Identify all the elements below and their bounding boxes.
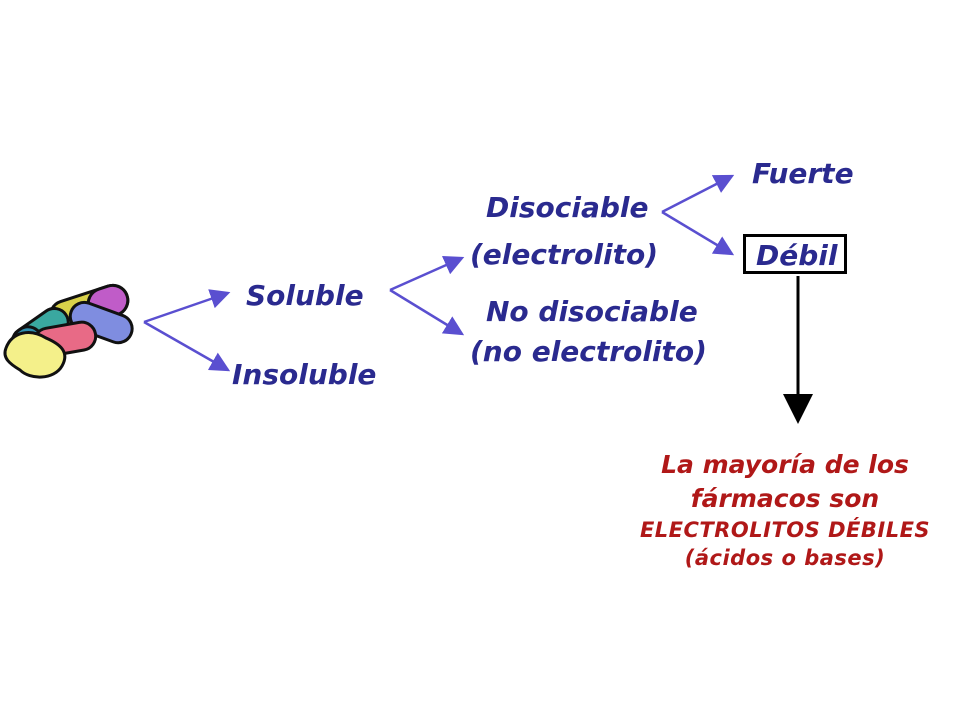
node-electrolito: (electrolito) — [470, 238, 659, 271]
note-line-1: La mayoría de los — [661, 450, 909, 479]
node-debil: Débil — [756, 239, 838, 272]
node-insoluble: Insoluble — [232, 358, 377, 391]
branch-soluble — [389, 255, 465, 336]
node-soluble: Soluble — [246, 279, 364, 312]
debil-box — [743, 234, 847, 274]
node-no-electrolito: (no electrolito) — [470, 335, 707, 368]
conclusion-note: La mayoría de los fármacos son ELECTROLI… — [620, 448, 950, 572]
branch-pills — [143, 289, 231, 372]
note-line-2: fármacos son — [690, 484, 880, 513]
branch-disociable — [661, 174, 735, 256]
node-fuerte: Fuerte — [752, 157, 854, 190]
node-disociable: Disociable — [486, 191, 649, 224]
note-line-3: ELECTROLITOS DÉBILES — [639, 518, 931, 542]
note-line-4: (ácidos o bases) — [684, 546, 886, 570]
node-no-disociable: No disociable — [486, 295, 698, 328]
pills-icon — [3, 283, 134, 379]
